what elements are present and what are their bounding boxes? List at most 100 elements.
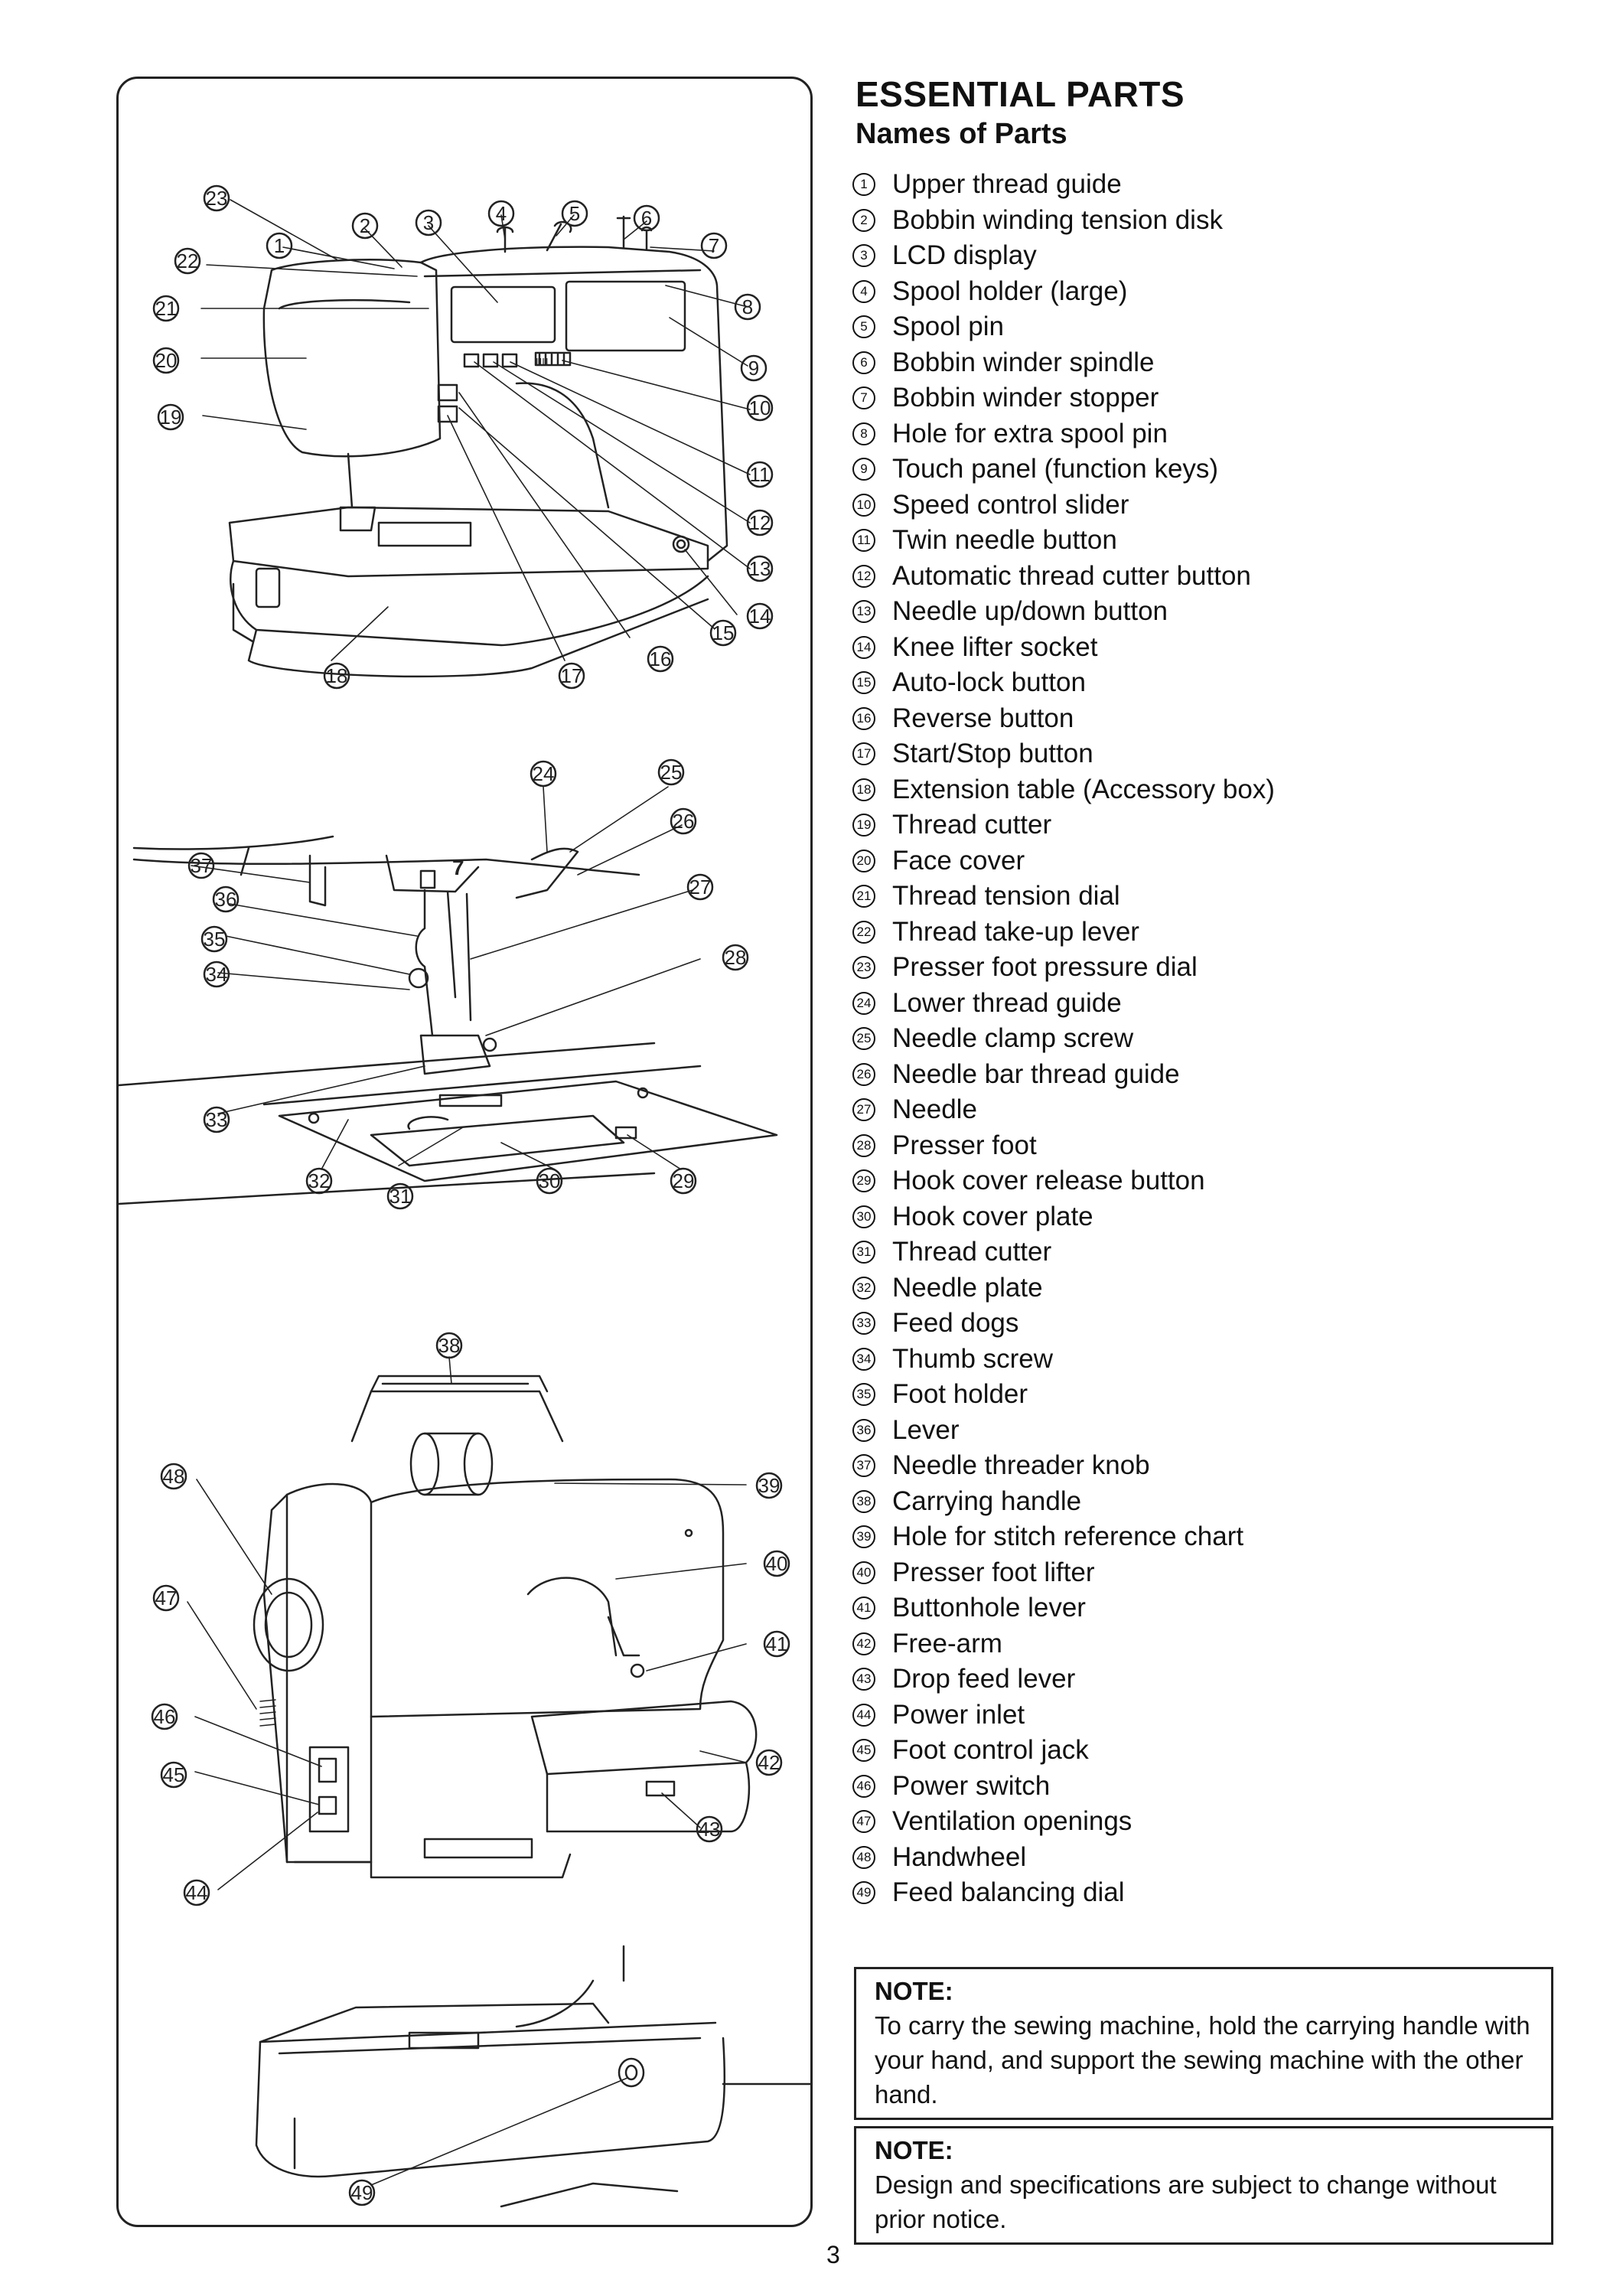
part-name: Reverse button <box>892 703 1074 733</box>
note-box-carrying: NOTE: To carry the sewing machine, hold … <box>854 1967 1553 2120</box>
part-name: Presser foot lifter <box>892 1557 1095 1587</box>
part-name: Presser foot pressure dial <box>892 952 1198 983</box>
callout-40: 40 <box>766 1552 788 1575</box>
callout-44: 44 <box>186 1881 208 1904</box>
callout-26: 26 <box>673 810 695 833</box>
part-name: Automatic thread cutter button <box>892 560 1251 591</box>
machine-front-view <box>228 215 728 678</box>
callout-19: 19 <box>160 406 182 429</box>
part-number-badge: 40 <box>852 1561 875 1584</box>
part-number-badge: 19 <box>852 814 875 837</box>
callout-lines-fig2 <box>191 786 701 1170</box>
part-number-badge: 25 <box>852 1027 875 1051</box>
callout-35: 35 <box>204 928 226 951</box>
list-item: 48 Handwheel <box>851 1840 1275 1876</box>
part-number-badge: 13 <box>852 600 875 624</box>
note-text: To carry the sewing machine, hold the ca… <box>875 2011 1530 2108</box>
callout-lines-fig1 <box>200 199 751 661</box>
part-number-badge: 43 <box>852 1668 875 1691</box>
part-name: Power switch <box>892 1770 1051 1801</box>
callout-lines-fig4 <box>370 2077 628 2186</box>
callout-37: 37 <box>191 854 213 877</box>
part-name: Spool holder (large) <box>892 276 1128 306</box>
part-number-badge: 27 <box>852 1098 875 1122</box>
callout-10: 10 <box>749 396 771 419</box>
callout-9: 9 <box>748 357 759 380</box>
part-number-badge: 48 <box>852 1845 875 1869</box>
part-name: Knee lifter socket <box>892 631 1098 662</box>
part-number-badge: 41 <box>852 1596 875 1620</box>
part-number-badge: 18 <box>852 778 875 801</box>
part-number-badge: 44 <box>852 1703 875 1727</box>
part-name: Feed dogs <box>892 1308 1019 1339</box>
list-item: 40 Presser foot lifter <box>851 1555 1275 1591</box>
part-number-badge: 6 <box>852 351 875 374</box>
part-number-badge: 45 <box>852 1739 875 1763</box>
speed-slider-marker: ⅢⅢ <box>536 357 549 367</box>
part-name: Free-arm <box>892 1628 1002 1658</box>
part-number-badge: 2 <box>852 208 875 232</box>
callout-27: 27 <box>689 876 712 899</box>
part-name: Foot control jack <box>892 1735 1089 1766</box>
part-name: Needle plate <box>892 1272 1043 1303</box>
section-subtitle: Names of Parts <box>855 118 1067 150</box>
part-number-badge: 23 <box>852 956 875 980</box>
callout-36: 36 <box>215 888 237 911</box>
callout-21: 21 <box>155 297 178 320</box>
callout-1: 1 <box>274 234 285 257</box>
part-number-badge: 47 <box>852 1810 875 1834</box>
needle-area-view: 7 <box>119 835 778 1205</box>
part-number-badge: 16 <box>852 706 875 730</box>
note-heading: NOTE: <box>875 1977 953 2005</box>
callout-38: 38 <box>438 1334 461 1357</box>
part-number-badge: 46 <box>852 1774 875 1798</box>
part-number-badge: 11 <box>852 529 875 553</box>
part-name: Handwheel <box>892 1841 1027 1872</box>
callout-25: 25 <box>660 761 683 784</box>
callout-43: 43 <box>699 1818 721 1841</box>
callout-17: 17 <box>561 664 583 687</box>
callout-11: 11 <box>750 463 771 486</box>
callout-24: 24 <box>533 762 555 785</box>
callout-33: 33 <box>206 1108 228 1131</box>
part-number-badge: 9 <box>852 458 875 481</box>
part-name: Thread tension dial <box>892 881 1120 912</box>
part-number-badge: 17 <box>852 742 875 766</box>
list-item: 23 Presser foot pressure dial <box>851 950 1275 986</box>
callout-30: 30 <box>539 1169 561 1192</box>
callout-6: 6 <box>641 207 652 230</box>
callout-42: 42 <box>758 1751 781 1774</box>
part-name: Carrying handle <box>892 1486 1082 1516</box>
parts-diagram: 7 <box>119 184 810 2208</box>
part-number-badge: 24 <box>852 991 875 1015</box>
callout-18: 18 <box>326 664 348 687</box>
part-name: Thread take-up lever <box>892 916 1139 947</box>
part-name: LCD display <box>892 240 1037 271</box>
part-name: Lever <box>892 1414 960 1445</box>
part-number-badge: 7 <box>852 386 875 410</box>
callout-4: 4 <box>496 202 507 225</box>
part-number-badge: 22 <box>852 920 875 944</box>
part-number-badge: 38 <box>852 1489 875 1513</box>
